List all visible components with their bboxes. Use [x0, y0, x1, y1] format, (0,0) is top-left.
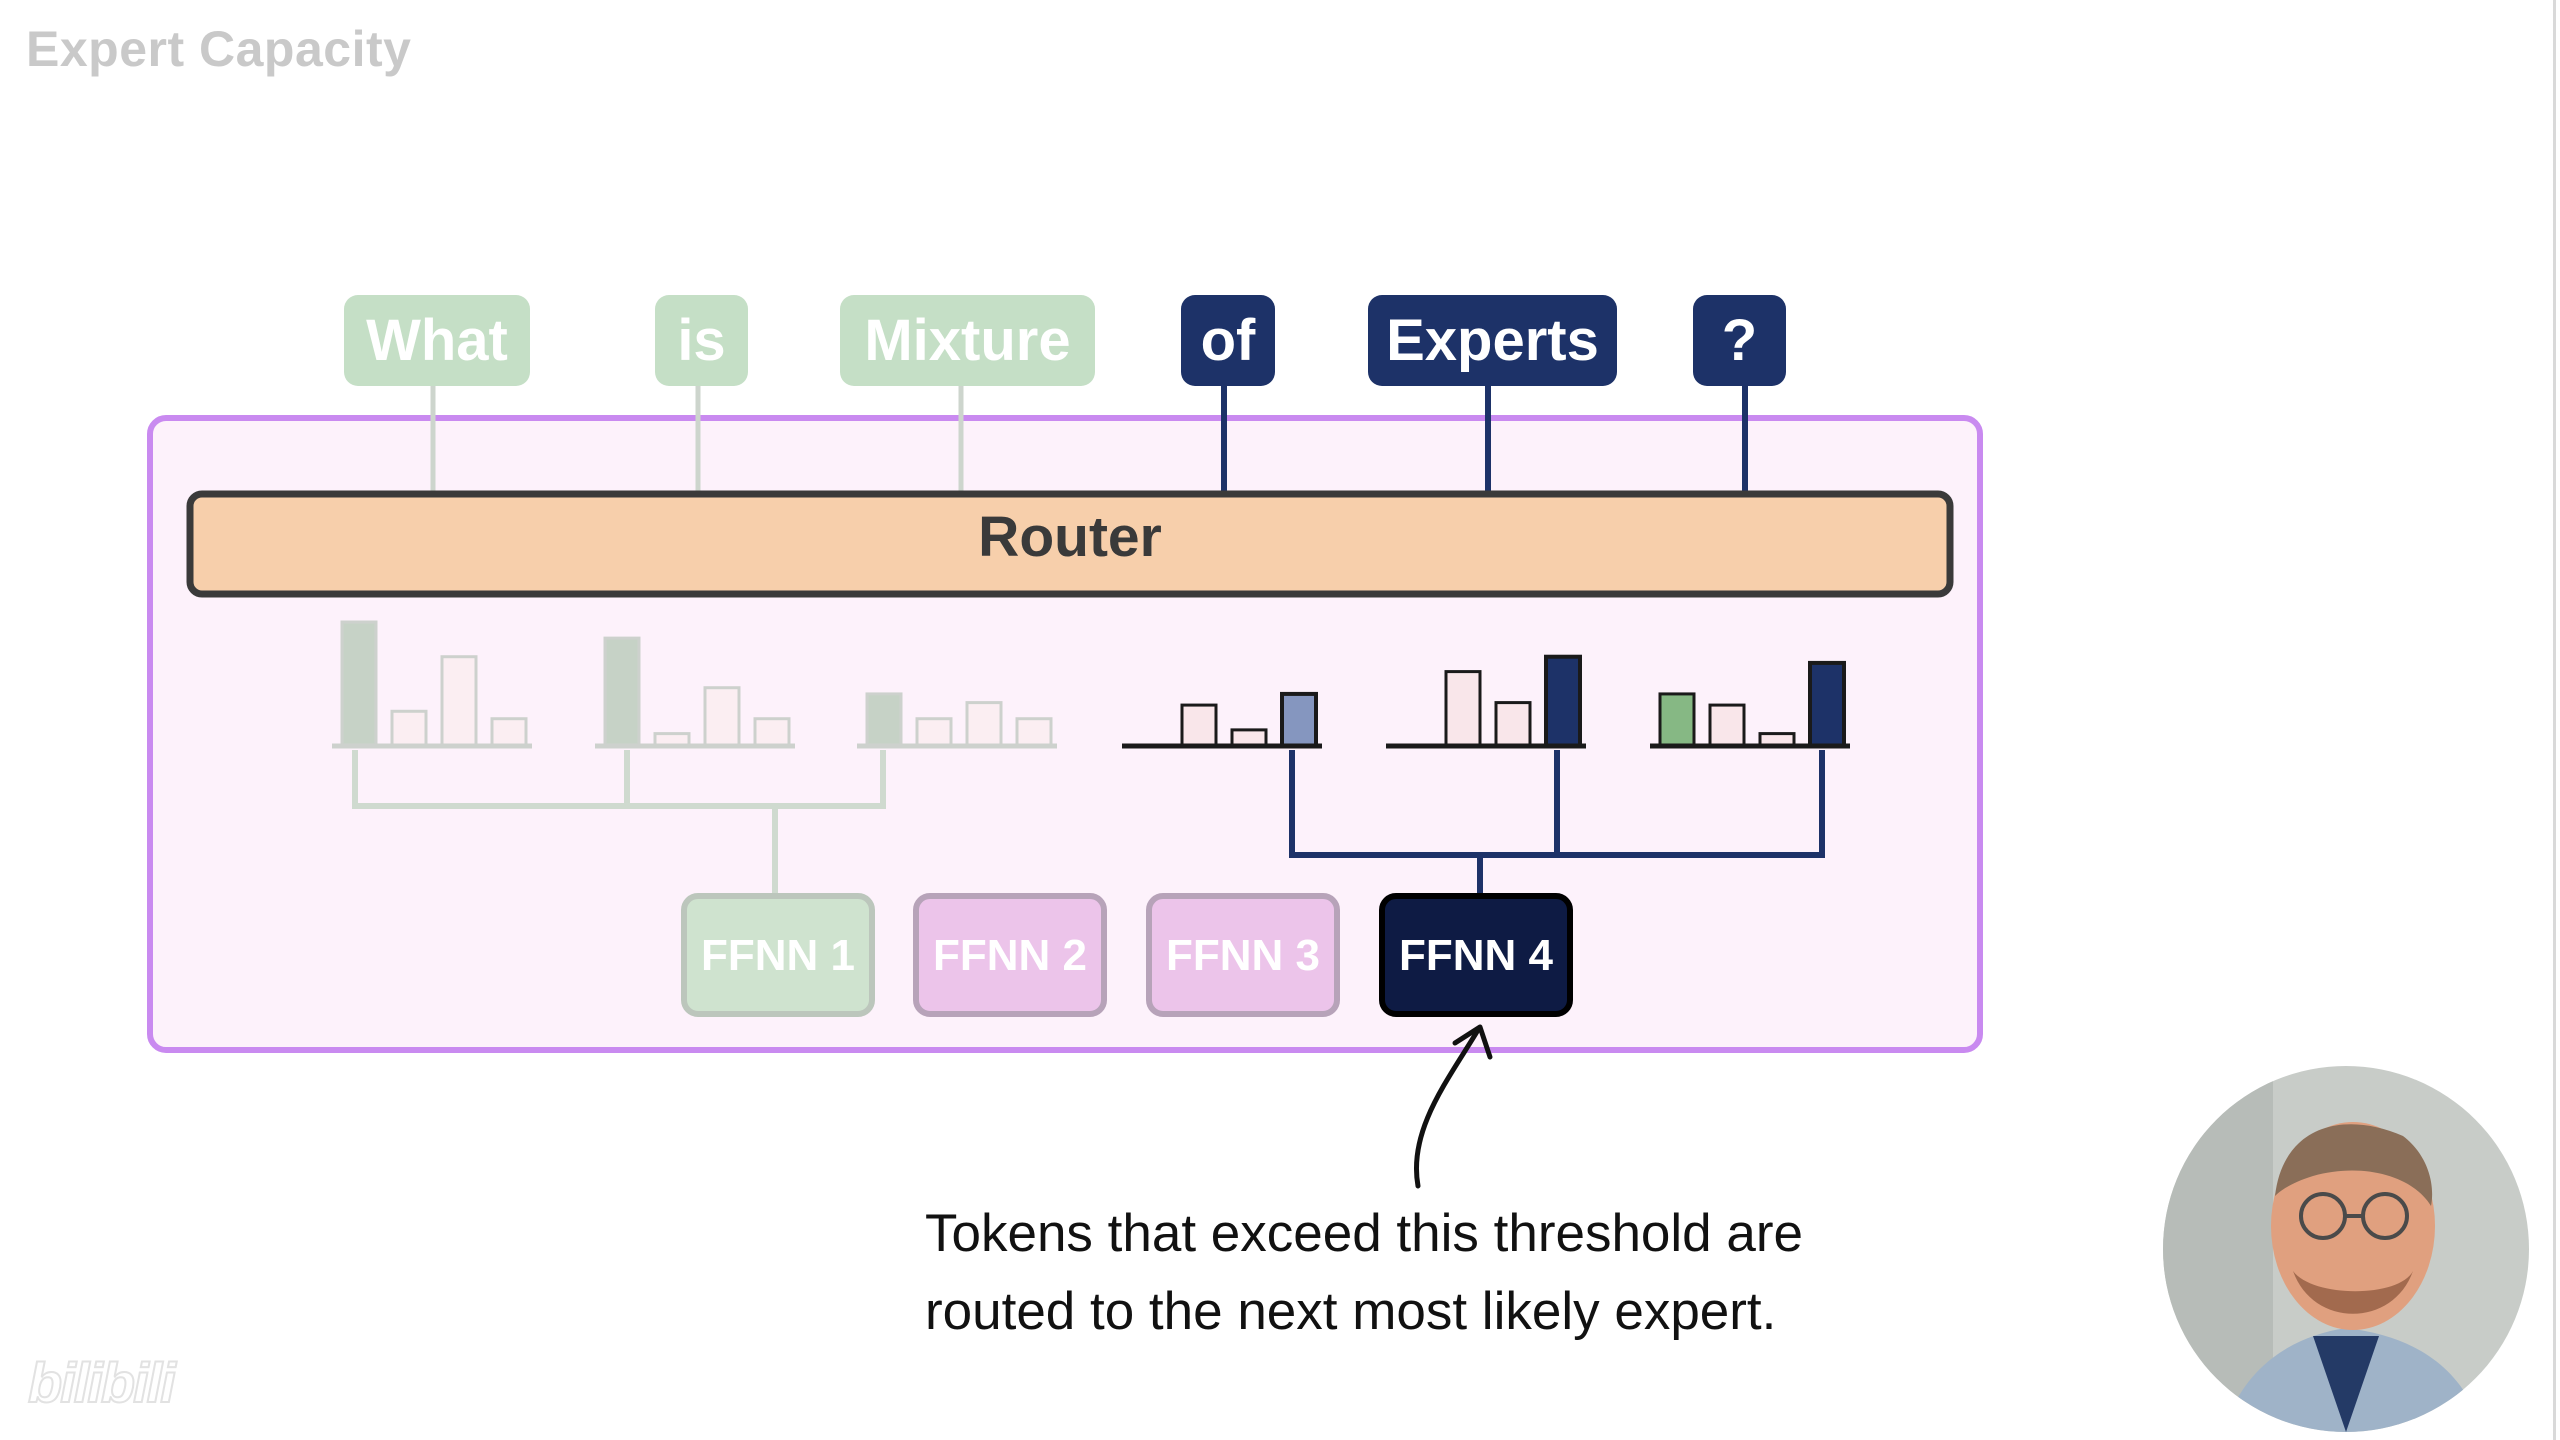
token-pill[interactable]: Experts	[1368, 295, 1617, 386]
routing-distribution	[1650, 660, 1850, 749]
probability-bar	[1180, 703, 1218, 748]
token-label: What	[366, 308, 508, 373]
presenter-webcam	[2163, 1066, 2529, 1432]
token-pill-bg[interactable]	[344, 295, 530, 386]
token-label: Mixture	[864, 308, 1070, 373]
token-label: of	[1201, 308, 1256, 373]
probability-bar	[1015, 717, 1053, 748]
callout-arrowhead	[1452, 1024, 1493, 1060]
expert-label: FFNN 2	[933, 931, 1087, 980]
router-block[interactable]: Router	[186, 490, 1954, 598]
expert-box[interactable]	[681, 893, 875, 1017]
callout-arrow	[1414, 1027, 1481, 1189]
routing-distribution	[1386, 654, 1586, 749]
probability-bar	[1544, 654, 1582, 748]
expert-box[interactable]	[913, 893, 1107, 1017]
caption: Tokens that exceed this threshold are ro…	[925, 1195, 2025, 1351]
probability-bar	[440, 655, 478, 748]
routing-distribution	[1122, 691, 1322, 749]
expert-label: FFNN 4	[1399, 931, 1554, 980]
expert-connectors	[352, 750, 1825, 898]
routing-distribution	[332, 620, 532, 749]
probability-bar	[965, 701, 1003, 748]
probability-bar	[1808, 660, 1846, 748]
page-title: Expert Capacity	[26, 21, 412, 77]
probability-bar	[915, 717, 953, 748]
routing-distribution	[857, 692, 1057, 749]
expert-label: FFNN 3	[1166, 931, 1320, 980]
expert-label: FFNN 1	[701, 931, 855, 980]
probability-bar	[603, 636, 641, 748]
token-stems	[430, 386, 1748, 494]
token-pill-bg[interactable]	[1368, 295, 1617, 386]
faded-bracket	[352, 750, 886, 809]
probability-bar	[703, 686, 741, 748]
watermark-logo: bilibili	[27, 1350, 177, 1415]
slide-edge-divider	[2553, 0, 2556, 1440]
token-pill[interactable]: What	[344, 295, 530, 386]
expert-ffnn[interactable]: FFNN 2	[913, 893, 1107, 1017]
token-pill[interactable]: ?	[1693, 295, 1786, 386]
probability-bar	[753, 717, 791, 748]
caption-line-2: routed to the next most likely expert.	[925, 1282, 1777, 1341]
caption-line-1: Tokens that exceed this threshold are	[925, 1204, 1803, 1263]
token-row: What is Mixture of Experts?	[344, 295, 1786, 386]
probability-bar	[1280, 691, 1318, 748]
token-pill[interactable]: is	[655, 295, 748, 386]
expert-ffnn[interactable]: FFNN 1	[681, 893, 875, 1017]
token-label: ?	[1722, 308, 1757, 373]
expert-row: FFNN 1 FFNN 2 FFNN 3 FFNN 4	[681, 893, 1573, 1017]
probability-bar	[390, 709, 428, 748]
probability-bar	[1444, 670, 1482, 748]
probability-bar	[490, 717, 528, 748]
token-pill-bg[interactable]	[1181, 295, 1275, 386]
token-pill-bg[interactable]	[655, 295, 748, 386]
routing-distribution	[595, 636, 795, 749]
expert-ffnn[interactable]: FFNN 3	[1146, 893, 1340, 1017]
probability-bar	[865, 692, 903, 748]
token-pill-bg[interactable]	[840, 295, 1095, 386]
token-pill[interactable]: of	[1181, 295, 1275, 386]
expert-ffnn[interactable]: FFNN 4	[1379, 893, 1573, 1017]
router-box[interactable]	[186, 490, 1954, 598]
token-label: Experts	[1386, 308, 1599, 373]
routing-probability-charts	[332, 620, 1850, 749]
expert-box[interactable]	[1146, 893, 1340, 1017]
probability-bar	[1708, 703, 1746, 748]
token-pill-bg[interactable]	[1693, 295, 1786, 386]
token-pill[interactable]: Mixture	[840, 295, 1095, 386]
token-label: is	[677, 308, 725, 373]
expert-box[interactable]	[1379, 893, 1573, 1017]
probability-bar	[1494, 701, 1532, 748]
probability-bar	[1658, 692, 1696, 748]
router-label: Router	[978, 505, 1162, 569]
probability-bar	[340, 620, 378, 748]
